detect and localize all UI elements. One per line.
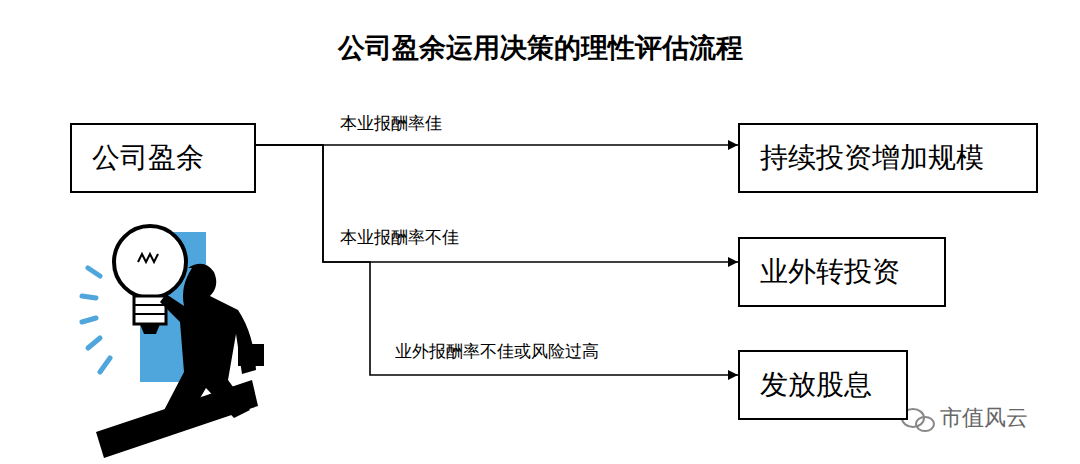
process-box: 发放股息 [738, 350, 908, 420]
process-box: 持续投资增加规模 [738, 123, 1038, 193]
watermark: 市值风云 [940, 403, 1028, 433]
glow-ticks [82, 268, 110, 372]
box-label: 发放股息 [740, 366, 892, 404]
box-label: 公司盈余 [72, 139, 224, 177]
bulb-man-clipart [82, 226, 264, 458]
flow-arrow [256, 144, 738, 146]
process-box: 公司盈余 [70, 123, 256, 193]
flow-arrow [256, 145, 738, 262]
edge-label: 本业报酬率不佳 [338, 226, 461, 249]
ramp [96, 380, 258, 458]
edge-label: 业外报酬率不佳或风险过高 [393, 340, 601, 363]
process-box: 业外转投资 [738, 237, 946, 307]
edge-label: 本业报酬率佳 [338, 112, 444, 135]
diagram-title: 公司盈余运用决策的理性评估流程 [338, 30, 743, 66]
flow-arrow [256, 145, 738, 375]
box-label: 持续投资增加规模 [740, 139, 1004, 177]
box-label: 业外转投资 [740, 253, 920, 291]
bulb [114, 226, 186, 298]
